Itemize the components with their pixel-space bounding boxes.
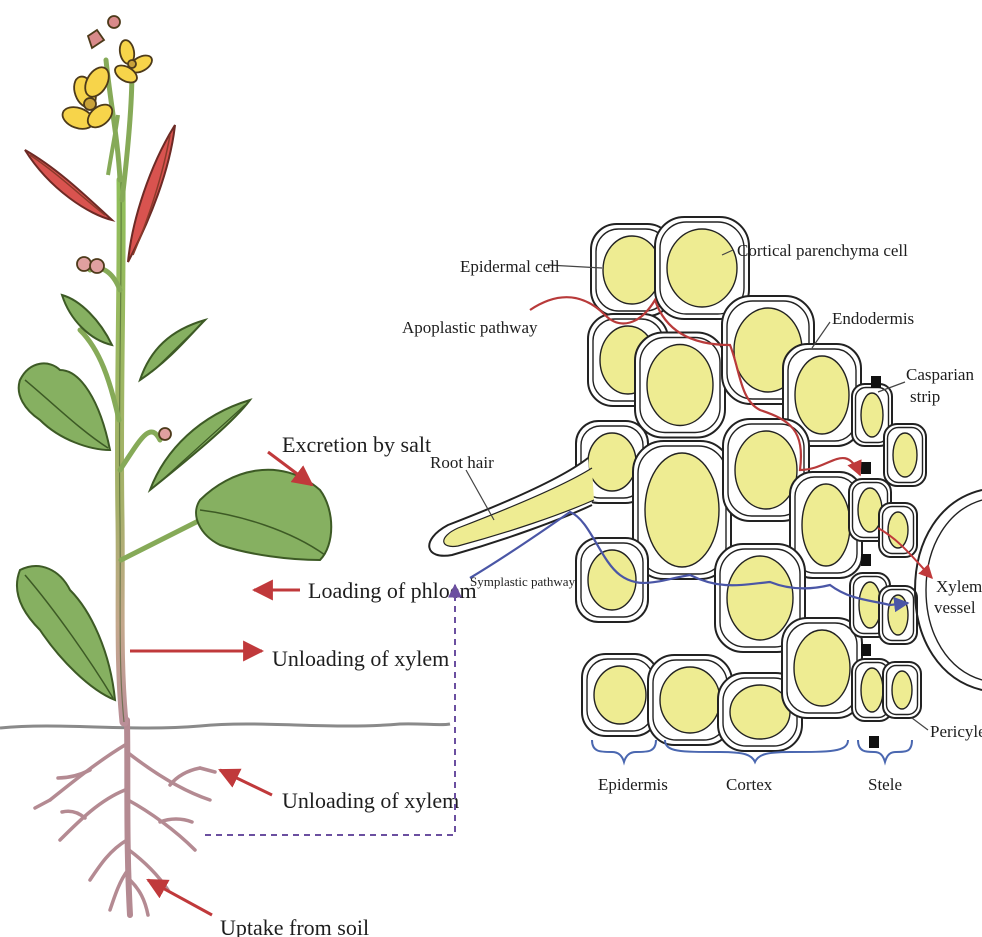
excretion-label: Excretion by salt [282,432,431,457]
root-hair [429,458,594,556]
symplastic-label: Symplastic pathway [470,574,576,589]
xylem-label-2: vessel [934,598,976,617]
apoplastic-label: Apoplastic pathway [402,318,538,337]
seed-pods [25,115,175,262]
cortical-cell [782,618,862,718]
casparian-label-2: strip [910,387,940,406]
casparian-strip-block [861,644,871,656]
casparian-strip-block [861,554,871,566]
epidermal-cell-label: Epidermal cell [460,257,560,276]
stele-cell [879,503,917,557]
unloading-xylem-label-2: Unloading of xylem [282,788,459,813]
stele-label: Stele [868,775,902,794]
endodermis-label: Endodermis [832,309,914,328]
loading-phloem-label: Loading of phloem [308,578,477,603]
unloading-xylem-arrow-2 [220,770,272,795]
stele-cell [883,662,921,718]
root-hair-label: Root hair [430,453,494,472]
xylem-label-1: Xylem [936,577,982,596]
leaves [17,295,331,700]
casparian-strip-block [869,736,879,748]
uptake-arrow [148,880,212,915]
cortical-cell-label: Cortical parenchyma cell [737,241,908,260]
cortex-label: Cortex [726,775,773,794]
uptake-label: Uptake from soil [220,915,369,937]
casparian-label-1: Casparian [906,365,974,384]
epidermis-label: Epidermis [598,775,668,794]
stele-cell [884,424,926,486]
pericycle-label: Pericyle [930,722,982,741]
root-cross-section [576,217,982,751]
cortical-cell [635,333,725,438]
stele-cell [879,586,917,644]
epidermal-cell [582,654,658,736]
roots [35,720,215,915]
plant-illustration [0,16,450,915]
epidermal-cell [576,538,648,622]
soil-line [0,724,450,728]
casparian-strip-block [861,462,871,474]
unloading-xylem-label-1: Unloading of xylem [272,646,449,671]
casparian-strip-block [871,376,881,388]
